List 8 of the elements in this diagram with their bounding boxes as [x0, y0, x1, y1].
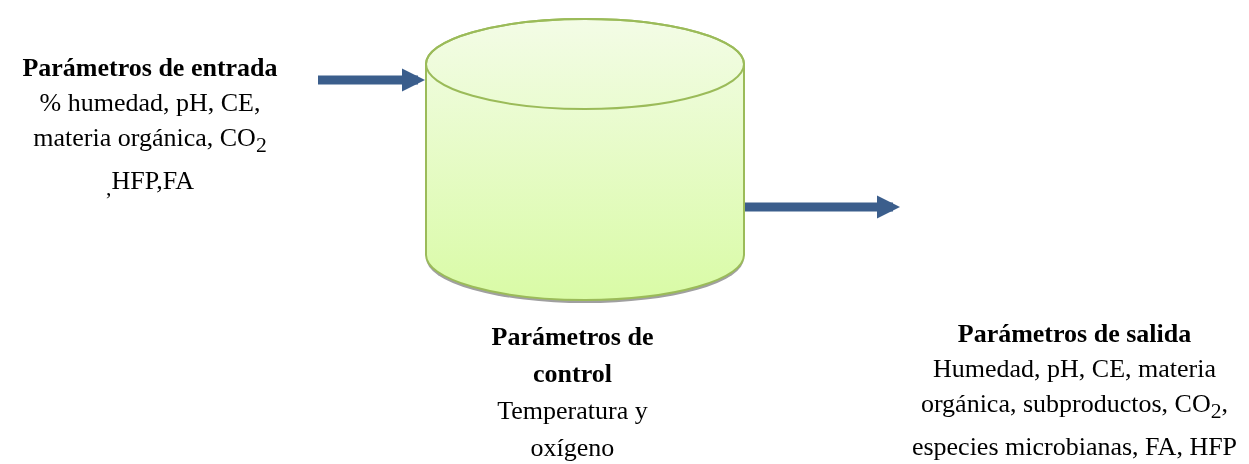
node-heading: Parámetros de entrada [21, 52, 279, 84]
node-heading: Parámetros de control [490, 321, 655, 390]
block-arrow [745, 195, 900, 219]
node-text: Humedad, pH, CE, materia orgánica, subproductos, CO$_{2}$, especies microbianas, FA, HFP [910, 352, 1239, 463]
block-arrow [318, 68, 425, 92]
node-text: Temperatura y oxígeno [496, 395, 649, 464]
node-heading: Parámetros de salida [956, 317, 1193, 350]
node-text: % humedad, pH, CE, materia orgánica, CO$_{2}$ $_{,}$HFP,FA [32, 87, 268, 203]
